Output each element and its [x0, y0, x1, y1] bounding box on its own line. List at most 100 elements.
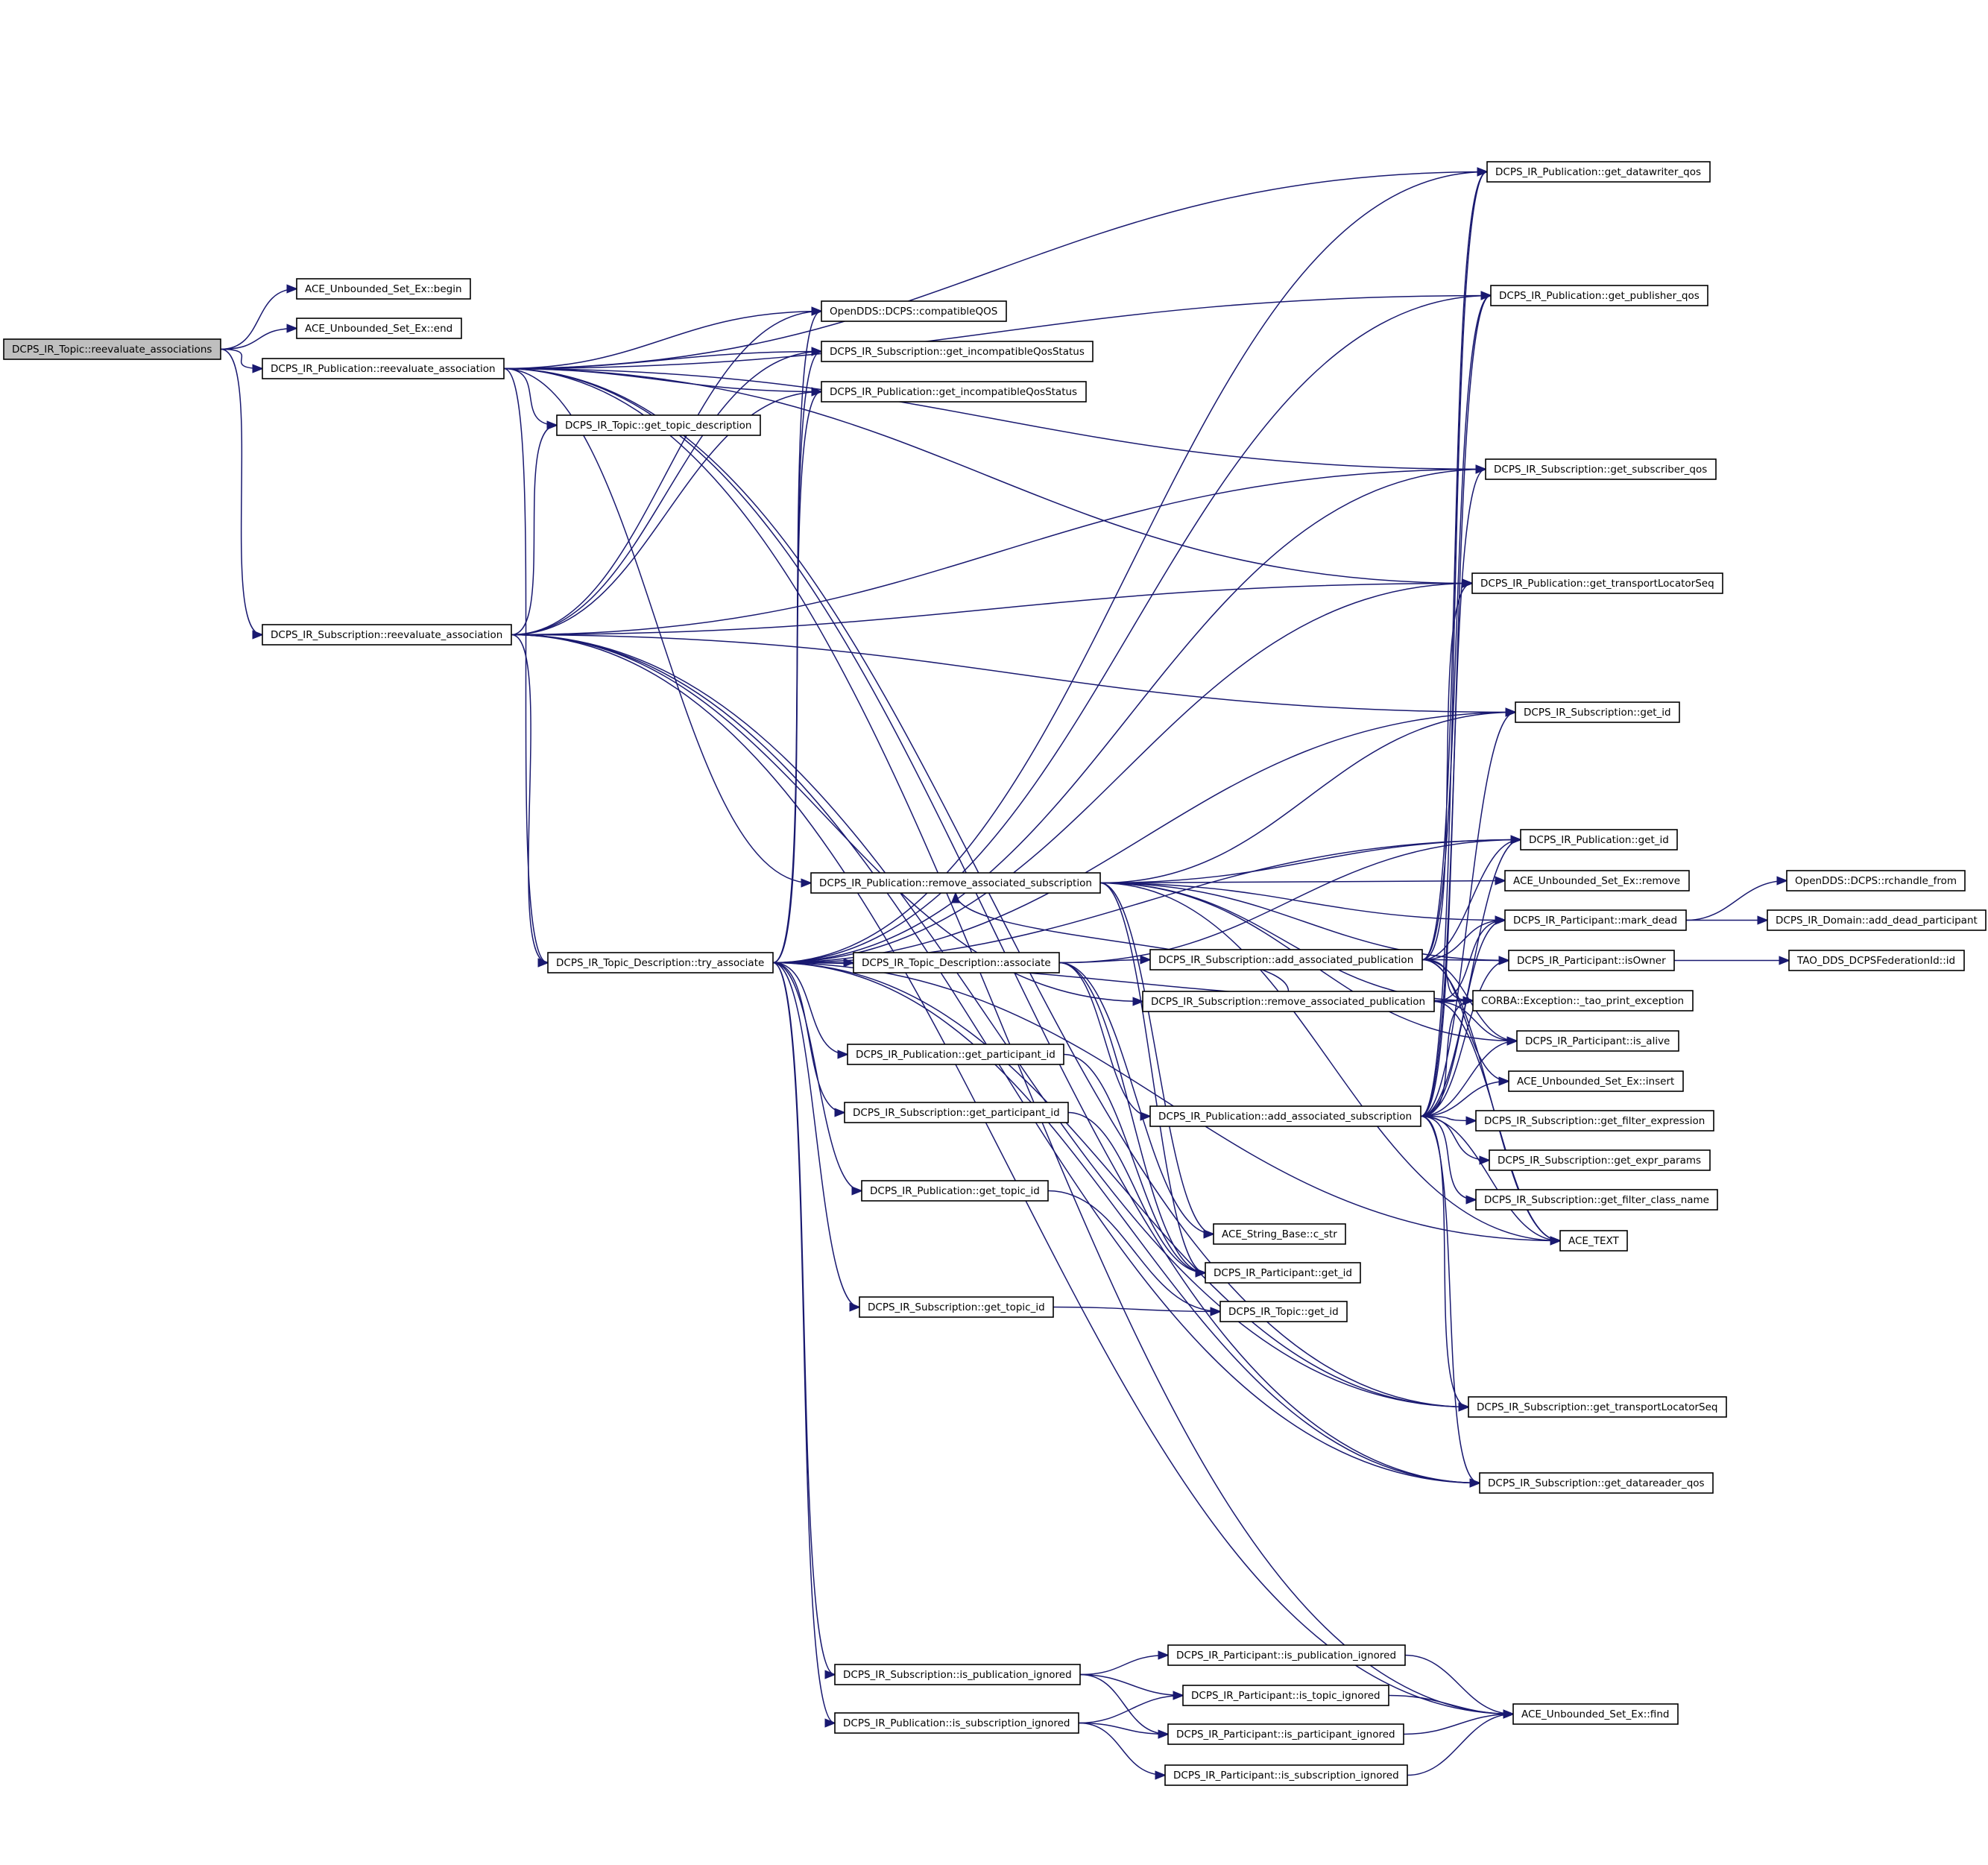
edge-pub-reeval-to-set-find	[503, 367, 1513, 1714]
edge-sub-reeval-to-sub-tls	[511, 634, 1468, 1407]
edge-sub-reeval-to-try-associate	[511, 634, 549, 963]
node-label: TAO_DDS_DCPSFederationId::id	[1796, 955, 1955, 967]
node-dr-qos[interactable]: DCPS_IR_Subscription::get_datareader_qos	[1479, 1472, 1714, 1494]
node-label: DCPS_IR_Publication::get_topic_id	[870, 1185, 1040, 1197]
node-pub-is-sub-ignored[interactable]: DCPS_IR_Publication::is_subscription_ign…	[834, 1712, 1079, 1734]
edge-add-assoc-pub-to-pub-tls	[1421, 584, 1473, 961]
node-label: ACE_Unbounded_Set_Ex::begin	[305, 283, 462, 295]
node-sub-reeval[interactable]: DCPS_IR_Subscription::reevaluate_associa…	[262, 624, 512, 646]
node-sub-part-id[interactable]: DCPS_IR_Subscription::get_participant_id	[844, 1102, 1069, 1123]
edge-part-is-part-ignored-to-set-find	[1403, 1714, 1513, 1735]
node-set-remove[interactable]: ACE_Unbounded_Set_Ex::remove	[1504, 870, 1690, 892]
node-part-is-sub-ignored[interactable]: DCPS_IR_Participant::is_subscription_ign…	[1164, 1764, 1408, 1786]
node-part-get-id[interactable]: DCPS_IR_Participant::get_id	[1205, 1262, 1361, 1284]
edge-try-associate-to-sub-get-id	[772, 713, 1515, 964]
node-associate[interactable]: DCPS_IR_Topic_Description::associate	[853, 952, 1060, 973]
node-sub-get-id[interactable]: DCPS_IR_Subscription::get_id	[1515, 701, 1680, 723]
node-box	[1512, 1703, 1679, 1725]
node-label: DCPS_IR_Participant::is_topic_ignored	[1191, 1690, 1380, 1702]
edge-add-assoc-sub-to-sub-get-id	[1420, 713, 1516, 1117]
node-part-is-topic-ignored[interactable]: DCPS_IR_Participant::is_topic_ignored	[1182, 1685, 1389, 1706]
edge-root-to-set-end	[220, 329, 297, 350]
node-box	[547, 952, 774, 973]
node-label: ACE_TEXT	[1568, 1235, 1619, 1247]
edge-try-associate-to-dr-qos	[772, 962, 1480, 1483]
node-box	[1486, 161, 1711, 183]
node-add-assoc-pub[interactable]: DCPS_IR_Subscription::add_associated_pub…	[1149, 949, 1423, 971]
node-set-end[interactable]: ACE_Unbounded_Set_Ex::end	[296, 318, 462, 339]
node-pub-get-id[interactable]: DCPS_IR_Publication::get_id	[1520, 829, 1678, 851]
node-part-is-part-ignored[interactable]: DCPS_IR_Participant::is_participant_igno…	[1167, 1723, 1404, 1745]
edge-sub-reeval-to-remove-assoc-pub	[511, 634, 1143, 1002]
edge-sub-reeval-to-compatibleQOS	[511, 312, 821, 636]
node-box	[1516, 1030, 1679, 1052]
node-label: CORBA::Exception::_tao_print_exception	[1481, 995, 1684, 1007]
node-ace-text[interactable]: ACE_TEXT	[1559, 1230, 1628, 1252]
node-box	[821, 381, 1087, 403]
node-pub-qos[interactable]: DCPS_IR_Publication::get_publisher_qos	[1490, 285, 1708, 306]
node-topic-get-id[interactable]: DCPS_IR_Topic::get_id	[1219, 1301, 1348, 1322]
node-remove-assoc-pub[interactable]: DCPS_IR_Subscription::remove_associated_…	[1142, 991, 1435, 1012]
node-rchandle-from[interactable]: OpenDDS::DCPS::rchandle_from	[1786, 870, 1966, 892]
node-pub-topic-id[interactable]: DCPS_IR_Publication::get_topic_id	[861, 1180, 1049, 1202]
node-pub-reeval[interactable]: DCPS_IR_Publication::reevaluate_associat…	[262, 358, 505, 379]
node-sub-incompat[interactable]: DCPS_IR_Subscription::get_incompatibleQo…	[821, 341, 1094, 362]
node-set-find[interactable]: ACE_Unbounded_Set_Ex::find	[1512, 1703, 1679, 1725]
node-set-begin[interactable]: ACE_Unbounded_Set_Ex::begin	[296, 278, 471, 300]
node-box	[1475, 1110, 1714, 1132]
edge-remove-assoc-sub-to-part-get-id	[1099, 882, 1205, 1273]
edge-remove-assoc-sub-to-mark-dead	[1099, 882, 1505, 921]
node-sub-topic-id[interactable]: DCPS_IR_Subscription::get_topic_id	[859, 1296, 1054, 1318]
node-box	[1485, 458, 1717, 480]
node-box	[1479, 1472, 1714, 1494]
node-topic-desc[interactable]: DCPS_IR_Topic::get_topic_description	[556, 414, 761, 436]
node-add-assoc-sub[interactable]: DCPS_IR_Publication::add_associated_subs…	[1149, 1105, 1421, 1127]
node-add-dead[interactable]: DCPS_IR_Domain::add_dead_participant	[1767, 909, 1987, 931]
node-box	[1213, 1223, 1346, 1245]
node-compatibleQOS[interactable]: OpenDDS::DCPS::compatibleQOS	[821, 300, 1007, 322]
node-label: DCPS_IR_Publication::is_subscription_ign…	[843, 1717, 1070, 1729]
node-pub-part-id[interactable]: DCPS_IR_Publication::get_participant_id	[847, 1044, 1064, 1065]
node-filter-class[interactable]: DCPS_IR_Subscription::get_filter_class_n…	[1475, 1189, 1718, 1211]
node-sub-tls[interactable]: DCPS_IR_Subscription::get_transportLocat…	[1468, 1396, 1727, 1418]
node-label: DCPS_IR_Participant::isOwner	[1517, 955, 1666, 967]
edge-root-to-sub-reeval	[220, 348, 262, 635]
node-part-is-pub-ignored[interactable]: DCPS_IR_Participant::is_publication_igno…	[1167, 1644, 1406, 1666]
node-label: DCPS_IR_Subscription::get_transportLocat…	[1477, 1401, 1717, 1413]
edge-add-assoc-sub-to-set-insert	[1420, 1082, 1509, 1117]
node-fed-id[interactable]: TAO_DDS_DCPSFederationId::id	[1788, 950, 1965, 971]
edge-associate-to-part-get-id	[1058, 962, 1205, 1273]
node-dw-qos[interactable]: DCPS_IR_Publication::get_datawriter_qos	[1486, 161, 1711, 183]
edge-try-associate-to-pub-qos	[772, 296, 1491, 964]
node-remove-assoc-sub[interactable]: DCPS_IR_Publication::remove_associated_s…	[810, 872, 1101, 894]
node-is-owner[interactable]: DCPS_IR_Participant::isOwner	[1508, 950, 1675, 971]
node-sub-qos[interactable]: DCPS_IR_Subscription::get_subscriber_qos	[1485, 458, 1717, 480]
node-filter-expr[interactable]: DCPS_IR_Subscription::get_filter_express…	[1475, 1110, 1714, 1132]
node-expr-params[interactable]: DCPS_IR_Subscription::get_expr_params	[1489, 1149, 1711, 1171]
node-set-insert[interactable]: ACE_Unbounded_Set_Ex::insert	[1508, 1070, 1684, 1092]
edge-sub-reeval-to-sub-get-id	[511, 634, 1515, 713]
edge-try-associate-to-dw-qos	[772, 172, 1487, 964]
node-box	[1182, 1685, 1389, 1706]
edge-pub-reeval-to-pub-incompat	[503, 367, 821, 392]
node-box	[861, 1180, 1049, 1202]
node-try-associate[interactable]: DCPS_IR_Topic_Description::try_associate	[547, 952, 774, 973]
node-box	[296, 318, 462, 339]
node-pub-tls[interactable]: DCPS_IR_Publication::get_transportLocato…	[1471, 572, 1723, 594]
node-label: DCPS_IR_Subscription::get_expr_params	[1498, 1155, 1701, 1167]
node-box	[1504, 909, 1687, 931]
node-label: DCPS_IR_Domain::add_dead_participant	[1776, 915, 1978, 927]
node-sub-is-pub-ignored[interactable]: DCPS_IR_Subscription::is_publication_ign…	[834, 1664, 1081, 1685]
node-mark-dead[interactable]: DCPS_IR_Participant::mark_dead	[1504, 909, 1687, 931]
node-is-alive[interactable]: DCPS_IR_Participant::is_alive	[1516, 1030, 1679, 1052]
node-root[interactable]: DCPS_IR_Topic::reevaluate_associations	[3, 338, 221, 360]
edge-remove-assoc-sub-to-pub-get-id	[1099, 840, 1521, 884]
node-label: OpenDDS::DCPS::rchandle_from	[1795, 875, 1957, 887]
node-label: DCPS_IR_Subscription::get_participant_id	[853, 1107, 1060, 1119]
node-pub-incompat[interactable]: DCPS_IR_Publication::get_incompatibleQos…	[821, 381, 1087, 403]
edge-sub-is-pub-ignored-to-part-is-pub-ignored	[1079, 1656, 1168, 1676]
node-c-str[interactable]: ACE_String_Base::c_str	[1213, 1223, 1346, 1245]
node-box	[296, 278, 471, 300]
edge-try-associate-to-pub-topic-id	[772, 962, 862, 1191]
node-tao-print[interactable]: CORBA::Exception::_tao_print_exception	[1472, 990, 1694, 1012]
